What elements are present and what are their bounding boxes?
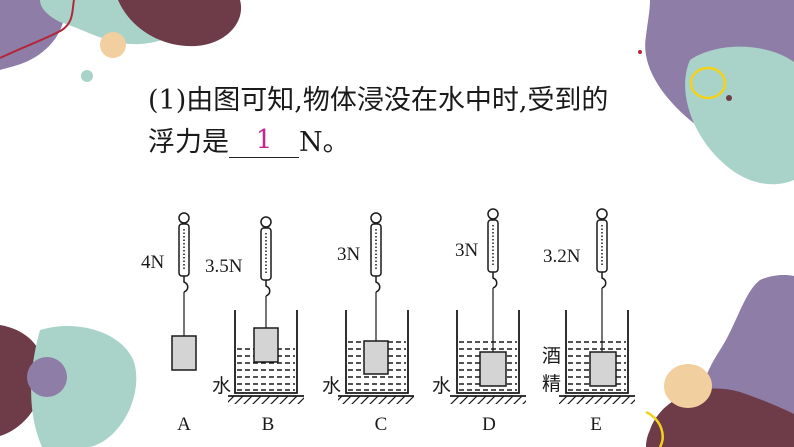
question-text: (1)由图可知,物体浸没在水中时,受到的 浮力是 1 N。 bbox=[148, 80, 608, 164]
peach-dot-top-left bbox=[100, 32, 126, 58]
setup-label-a: A bbox=[177, 414, 191, 435]
spring-scale-a bbox=[178, 212, 190, 336]
ground-c bbox=[338, 395, 414, 404]
question-line-1: (1)由图可知,物体浸没在水中时,受到的 bbox=[148, 85, 609, 116]
scale-reading-d: 3N bbox=[455, 240, 479, 261]
spring-scale-c bbox=[370, 212, 382, 341]
peach-blob-bottom-right bbox=[664, 364, 712, 408]
ground-b bbox=[228, 395, 304, 404]
object-block-a bbox=[171, 335, 197, 371]
teal-blob-bottom-left bbox=[31, 325, 137, 447]
yellow-ring-top-right bbox=[689, 66, 727, 100]
setup-d: 3N 水 D bbox=[432, 208, 526, 435]
teal-dot-top-left bbox=[81, 70, 93, 82]
yellow-arc-bottom-right bbox=[645, 410, 664, 447]
answer-value: 1 bbox=[255, 125, 273, 155]
setup-c: 3N 水 C bbox=[322, 212, 414, 435]
maroon-blob-top bbox=[118, 0, 242, 47]
spring-scale-e bbox=[596, 208, 608, 352]
setup-a: 4N A bbox=[141, 212, 197, 435]
setup-label-d: D bbox=[482, 414, 496, 435]
purple-blob-top-left bbox=[0, 0, 65, 70]
ground-e bbox=[559, 395, 635, 404]
liquid-label-e: 酒 精 bbox=[542, 345, 566, 395]
liquid-label-b: 水 bbox=[212, 375, 231, 397]
liquid-label-d: 水 bbox=[432, 375, 451, 397]
setup-label-e: E bbox=[590, 414, 602, 435]
question-line-2: 浮力是 1 N。 bbox=[148, 122, 608, 164]
red-line-top-left bbox=[0, 0, 75, 59]
setup-b: 3.5N 水 B bbox=[205, 216, 304, 435]
question-line-2-suffix: N。 bbox=[299, 127, 350, 158]
scale-reading-e: 3.2N bbox=[543, 246, 581, 267]
liquid-label-c: 水 bbox=[322, 375, 341, 397]
scale-reading-b: 3.5N bbox=[205, 256, 243, 277]
teal-blob-top-right bbox=[685, 46, 794, 185]
setup-label-c: C bbox=[375, 414, 388, 435]
setup-label-b: B bbox=[262, 414, 275, 435]
spring-scale-d bbox=[487, 208, 499, 352]
object-block-e bbox=[589, 351, 617, 387]
beaker-b bbox=[234, 310, 298, 394]
maroon-dot-top-right bbox=[726, 95, 732, 101]
scale-reading-a: 4N bbox=[141, 252, 165, 273]
setup-e: 3.2N 酒 精 E bbox=[542, 208, 635, 435]
object-block-d bbox=[479, 351, 507, 387]
scale-reading-c: 3N bbox=[337, 244, 361, 265]
object-block-c bbox=[363, 340, 389, 375]
red-dot-top-right bbox=[638, 50, 642, 54]
answer-blank: 1 bbox=[229, 122, 299, 164]
spring-scale-b bbox=[260, 216, 272, 328]
ground-d bbox=[450, 395, 526, 404]
object-block-b bbox=[253, 327, 279, 363]
purple-dot-bottom-left bbox=[27, 357, 67, 397]
question-line-2-prefix: 浮力是 bbox=[148, 127, 229, 158]
